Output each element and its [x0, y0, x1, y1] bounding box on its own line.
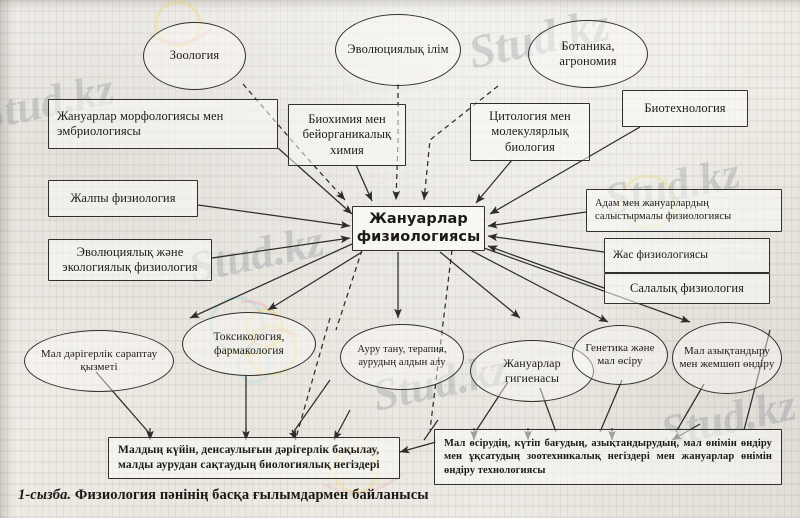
node-evolyuciyalyk-ekologiyalyk[interactable]: Эволюциялық және экологиялық физиология: [48, 239, 212, 281]
node-mal-darigerlik[interactable]: Мал дәрігерлік сараптау қызметі: [24, 330, 174, 392]
node-label: Зоология: [169, 48, 220, 63]
node-label: Адам мен жануарлардың салыстырмалы физио…: [595, 197, 732, 222]
node-label: Салалық физиология: [629, 280, 745, 295]
caption-text: Физиология пәнінің басқа ғылымдармен бай…: [74, 487, 429, 503]
node-bottom-right-summary[interactable]: Мал өсірудің, күтіп бағудың, азықтандыру…: [434, 429, 782, 485]
node-label: Жалпы физиология: [70, 190, 176, 205]
node-salalyk-fiziologiya[interactable]: Салалық физиология: [604, 273, 770, 304]
node-label: Мал азықтандыру мен жемшөп өндіру: [679, 344, 775, 370]
node-genetika-mal-osiru[interactable]: Генетика және мал өсіру: [572, 325, 668, 385]
node-label: Биохимия мен бейорганикалық химия: [302, 112, 392, 157]
node-label: Цитология мен молекулярлық биология: [489, 109, 571, 154]
node-adam-zhanuar-salystyrmaly[interactable]: Адам мен жануарлардың салыстырмалы физио…: [586, 189, 782, 232]
node-label: Жануарлар физиологиясы: [356, 210, 481, 245]
node-label: Генетика және мал өсіру: [585, 341, 655, 367]
node-zoologiya[interactable]: Зоология: [143, 22, 246, 90]
node-bottom-left-summary[interactable]: Малдың күйін, денсаулығын дәрігерлік бақ…: [108, 437, 400, 479]
node-center-zhanuarlar-fiziologiyasy[interactable]: Жануарлар физиологиясы: [352, 206, 485, 251]
node-morfologiya-embriologiya[interactable]: Жануарлар морфологиясы мен эмбриологиясы: [48, 99, 278, 149]
caption-number: 1-сызба.: [18, 487, 72, 503]
node-label: Малдың күйін, денсаулығын дәрігерлік бақ…: [118, 444, 380, 471]
node-label: Ботаника, агрономия: [559, 38, 617, 68]
node-label: Биотехнология: [644, 100, 726, 115]
node-auru-tanu[interactable]: Ауру тану, терапия, аурудың алдын алу: [340, 324, 464, 390]
node-label: Эволюциялық ілім: [347, 42, 449, 57]
node-mal-azyktandyru[interactable]: Мал азықтандыру мен жемшөп өндіру: [672, 322, 782, 394]
node-jas-fiziologiyasy[interactable]: Жас физиологиясы: [604, 238, 770, 273]
node-evolyuciyalyk-ilim[interactable]: Эволюциялық ілім: [335, 14, 461, 86]
node-label: Жас физиологиясы: [613, 249, 709, 262]
figure-caption: 1-сызба. Физиология пәнінің басқа ғылымд…: [18, 487, 429, 504]
node-botanika-agronomiya[interactable]: Ботаника, агрономия: [528, 20, 648, 88]
node-label: Ауру тану, терапия, аурудың алдын алу: [357, 344, 447, 368]
node-toksikologiya[interactable]: Токсикология, фармакология: [182, 312, 316, 376]
node-label: Токсикология, фармакология: [213, 330, 285, 357]
node-citologiya[interactable]: Цитология мен молекулярлық биология: [470, 103, 590, 161]
page-top-edge-shadow: [0, 0, 800, 10]
node-label: Мал өсірудің, күтіп бағудың, азықтандыру…: [444, 437, 772, 476]
node-biotehnologiya[interactable]: Биотехнология: [622, 90, 748, 127]
node-label: Мал дәрігерлік сараптау қызметі: [40, 347, 158, 373]
node-label: Жануарлар морфологиясы мен эмбриологиясы: [57, 108, 224, 138]
node-label: Жануарлар гигиенасы: [503, 356, 561, 385]
page-left-edge-shadow: [0, 0, 14, 518]
node-label: Эволюциялық және экологиялық физиология: [62, 244, 198, 274]
node-biohimiya[interactable]: Биохимия мен бейорганикалық химия: [288, 104, 406, 166]
node-jalpy-fiziologiya[interactable]: Жалпы физиология: [48, 180, 198, 217]
